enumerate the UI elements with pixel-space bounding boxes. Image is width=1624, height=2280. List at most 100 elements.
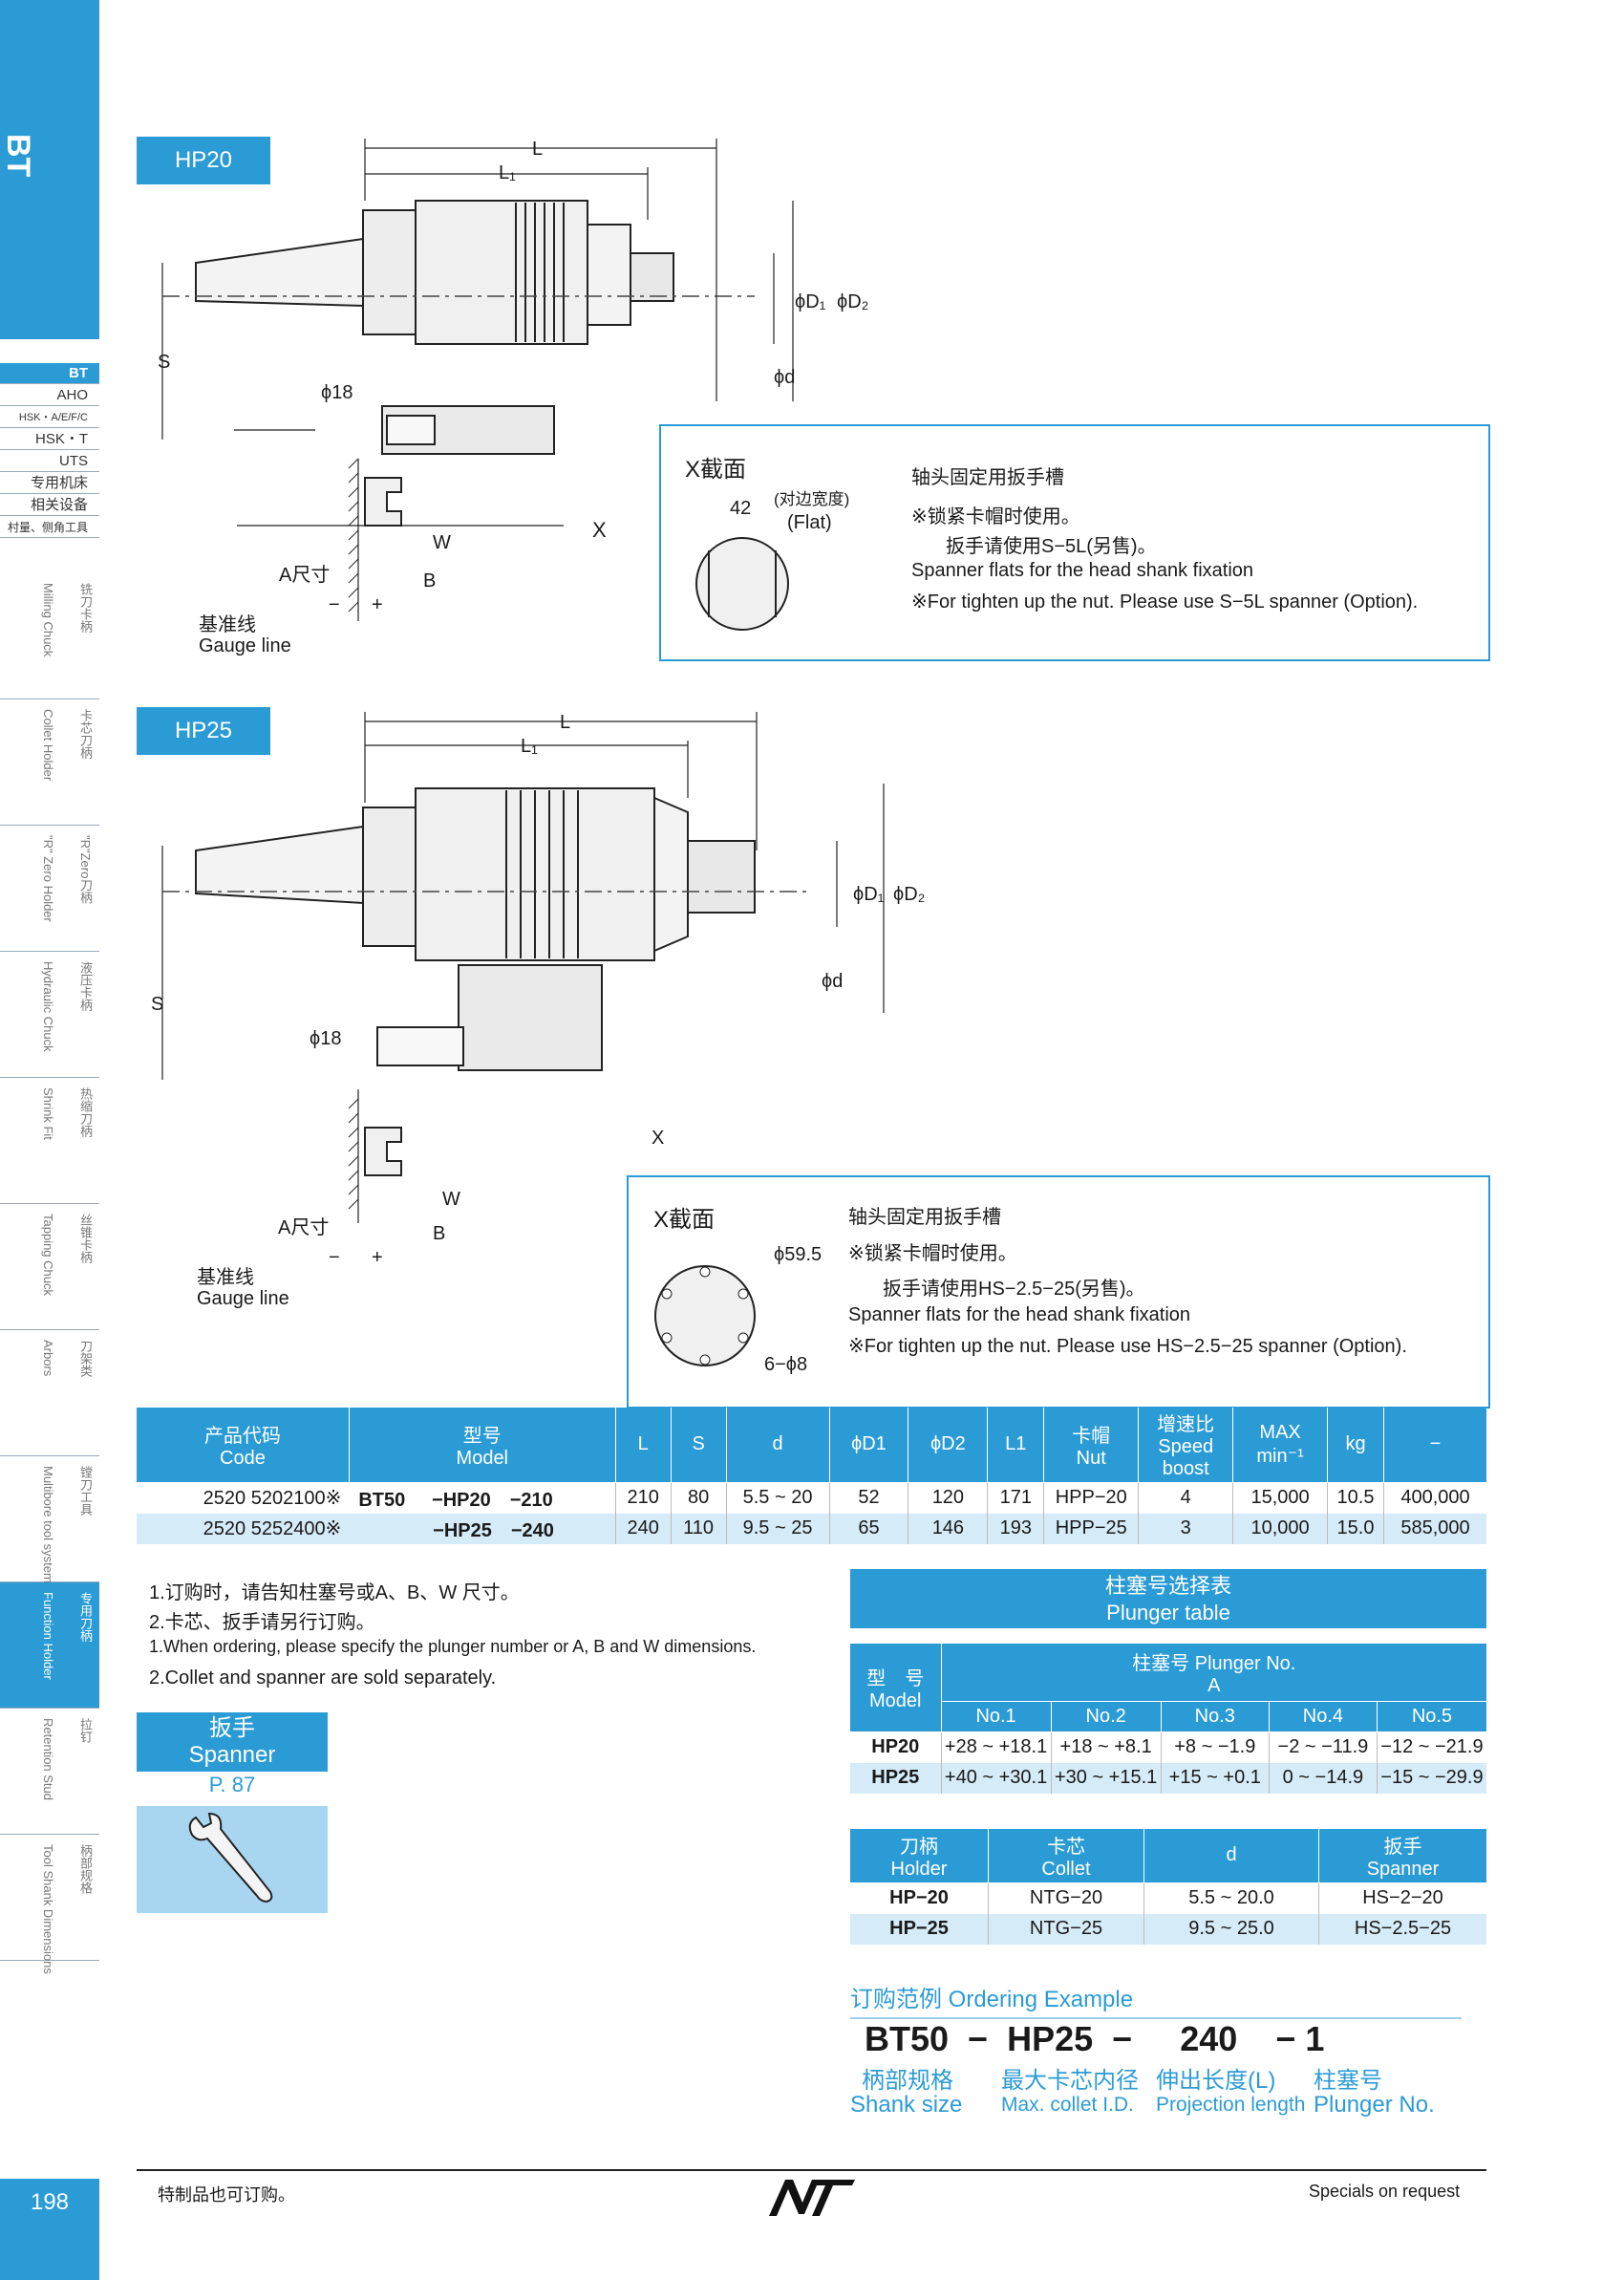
sidebar-item-retention-stud[interactable]: Retention Stud 拉钉 (0, 1709, 99, 1835)
sidebar-item-arbors[interactable]: Arbors 刀架类 (0, 1330, 99, 1456)
footer-logo: NT (764, 2176, 860, 2219)
table-row: 2520 5202100※ BT50 −HP20 −210 210 80 5.5… (137, 1482, 1486, 1514)
hp25-label-a: A尺寸 (278, 1217, 330, 1238)
sidebar-item-label: Arbors (41, 1340, 55, 1377)
sidebar-item-label-cn: 热缩刀柄 (78, 1087, 93, 1137)
ordering-title: 订购范例 Ordering Example (850, 1980, 1462, 2019)
hp20-box-line1: 轴头固定用扳手槽 (911, 467, 1064, 488)
col-l: L (615, 1408, 672, 1483)
hp25-label-w: W (442, 1189, 460, 1210)
hp20-label-d2: ϕD₂ (837, 291, 869, 312)
hp20-drawing (161, 139, 794, 621)
hp25-box-line2: ※锁紧卡帽时使用。 (848, 1243, 1017, 1264)
hp20-label-s: S (158, 352, 171, 373)
sidebar-tab-bt[interactable]: BT (0, 0, 99, 339)
sidebar-item-shrink-fit[interactable]: Shrink Fit 热缩刀柄 (0, 1078, 99, 1204)
hp25-box-line3: 扳手请使用HS−2.5−25(另售)。 (883, 1279, 1145, 1300)
sidebar-mini-measuring[interactable]: 村量、侧角工具 (0, 517, 99, 538)
sidebar-item-label: Function Holder (41, 1592, 55, 1680)
sidebar-item-milling-chuck[interactable]: Milling Chuck 铣刀卡柄 (0, 573, 99, 699)
hp25-section-box: X截面 ϕ59.5 6−ϕ8 轴头固定用扳手槽 ※锁紧卡帽时使用。 扳手请使用H… (627, 1175, 1490, 1409)
sidebar-mini-aho[interactable]: AHO (0, 385, 99, 406)
sidebar-item-tapping-chuck[interactable]: Tapping Chuck 丝锥卡柄 (0, 1204, 99, 1330)
sidebar-item-collet-holder[interactable]: Collet Holder 卡芯刀柄 (0, 699, 99, 826)
hp25-label-minus: − (329, 1247, 340, 1268)
sidebar-item-label-cn: 镗刀工具 (78, 1466, 93, 1516)
sidebar-item-label-cn: 液压卡柄 (78, 961, 93, 1011)
sidebar-item-label: Shrink Fit (41, 1087, 55, 1140)
hp20-label-b: B (423, 570, 437, 592)
sidebar-item-r-zero[interactable]: "R" Zero Holder "R"Zero刀柄 (0, 826, 99, 952)
sidebar-mini-uts[interactable]: UTS (0, 451, 99, 472)
plunger-col-no5: No.5 (1377, 1701, 1486, 1732)
sidebar-mini-hsk-a[interactable]: HSK・A/E/F/C (0, 407, 99, 428)
sidebar-item-hydraulic-chuck[interactable]: Hydraulic Chuck 液压卡柄 (0, 952, 99, 1078)
hp25-gauge-cn: 基准线 (197, 1267, 254, 1288)
sidebar-item-label: "R" Zero Holder (41, 835, 55, 922)
table-row: HP25 +40 ~ +30.1 +30 ~ +15.1 +15 ~ +0.1 … (850, 1762, 1486, 1794)
plunger-col-no1: No.1 (941, 1701, 1052, 1732)
hp20-label-d: ϕd (774, 367, 796, 388)
table-row: HP−25 NTG−25 9.5 ~ 25.0 HS−2.5−25 (850, 1913, 1486, 1945)
sidebar-item-function-holder[interactable]: Function Holder 专用刀柄 (0, 1582, 99, 1709)
sidebar: BT BT AHO HSK・A/E/F/C HSK・T UTS 专用机床 相关设… (0, 0, 99, 2280)
ordering-label-shank-en: Shank size (850, 2092, 963, 2118)
page-number: 198 (0, 2179, 99, 2280)
hp20-label-l1: L₁ (499, 162, 516, 183)
footer-left: 特制品也可订购。 (158, 2185, 295, 2205)
hp20-box-title: X截面 (685, 457, 747, 483)
col-kg: kg (1327, 1408, 1384, 1483)
sidebar-item-label-cn: 丝锥卡柄 (78, 1214, 93, 1263)
sidebar-mini-special-machine[interactable]: 专用机床 (0, 473, 99, 494)
footer-right: Specials on request (1309, 2182, 1461, 2201)
sidebar-item-label-cn: 刀架类 (78, 1340, 93, 1377)
table-row: HP−20 NTG−20 5.5 ~ 20.0 HS−2−20 (850, 1882, 1486, 1914)
hp25-dia: ϕ59.5 (774, 1244, 823, 1265)
collet-col-d: d (1143, 1829, 1319, 1883)
hp20-label-l: L (532, 139, 544, 160)
table-row: HP20 +28 ~ +18.1 +18 ~ +8.1 +8 ~ −1.9 −2… (850, 1732, 1486, 1763)
note-1-en: 1.When ordering, please specify the plun… (149, 1637, 757, 1656)
hp25-label-phi18: ϕ18 (310, 1028, 342, 1049)
hp20-label-x: X (592, 518, 607, 542)
sidebar-item-label-cn: 柄部规格 (78, 1844, 93, 1894)
sidebar-item-shank-dimensions[interactable]: Tool Shank Dimensions 柄部规格 (0, 1835, 99, 1974)
hp20-label-plus: + (372, 594, 383, 615)
hp25-label-b: B (433, 1223, 446, 1244)
hp25-label-x: X (652, 1128, 665, 1149)
col-d2: ϕD2 (908, 1408, 989, 1483)
nt-logo-icon (769, 2180, 855, 2216)
hp25-gauge-en: Gauge line (197, 1288, 289, 1309)
ordering-label-plunger-en: Plunger No. (1314, 2092, 1435, 2118)
spanner-image (137, 1806, 328, 1913)
sidebar-item-label-cn: "R"Zero刀柄 (78, 835, 93, 904)
note-2-cn: 2.卡芯、扳手请另行订购。 (149, 1612, 375, 1633)
hp20-flat-cn: (对边宽度) (774, 490, 850, 508)
hp20-box-line4: Spanner flats for the head shank fixatio… (911, 560, 1254, 581)
sidebar-mini-equipment[interactable]: 相关设备 (0, 495, 99, 516)
hp20-box-line2: ※锁紧卡帽时使用。 (911, 506, 1080, 527)
section-tag-hp25: HP25 (137, 707, 270, 755)
plunger-col-no2: No.2 (1051, 1701, 1162, 1732)
footer-rule (137, 2169, 1486, 2171)
hp20-flat-value: 42 (730, 498, 752, 519)
hp20-flat-section-icon (695, 537, 789, 631)
sidebar-item-multibore[interactable]: Multibore tool system 镗刀工具 (0, 1456, 99, 1583)
section-tag-hp20: HP20 (137, 137, 270, 184)
sidebar-mini-hsk-t[interactable]: HSK・T (0, 429, 99, 450)
hp25-holes: 6−ϕ8 (764, 1354, 808, 1375)
sidebar-item-label: Tapping Chuck (41, 1214, 55, 1296)
hp25-box-line1: 轴头固定用扳手槽 (848, 1207, 1001, 1228)
col-d1: ϕD1 (829, 1408, 909, 1483)
hp25-label-l1: L₁ (521, 736, 538, 757)
spanner-page-link[interactable]: P. 87 (208, 1773, 256, 1796)
sidebar-mini-bt[interactable]: BT (0, 363, 99, 384)
